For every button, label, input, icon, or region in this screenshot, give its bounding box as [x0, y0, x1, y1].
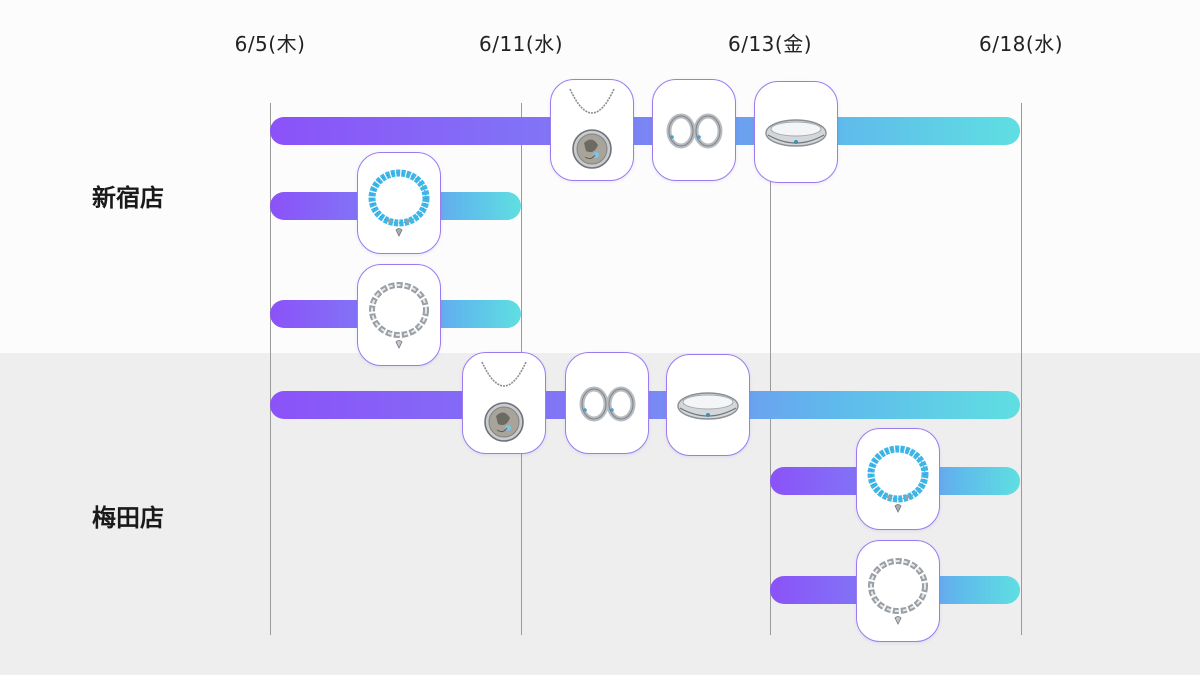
necklace-icon: [481, 361, 527, 442]
date-label: 6/11(水): [478, 32, 564, 56]
turquoise-bracelet-icon: [368, 169, 430, 237]
hoop-earrings-icon: [579, 386, 636, 422]
date-gridline: [1021, 103, 1022, 635]
ring-icon: [677, 392, 739, 420]
date-gridline: [770, 103, 771, 635]
chain-bracelet-icon: [369, 282, 429, 349]
product-card-turquoise-bracelet[interactable]: [856, 428, 940, 530]
product-card-chain-bracelet[interactable]: [357, 264, 441, 366]
date-label: 6/5(木): [234, 32, 306, 56]
product-card-ring[interactable]: [754, 81, 838, 183]
date-gridline: [270, 103, 271, 635]
chain-bracelet-icon: [868, 558, 928, 625]
date-label: 6/18(水): [978, 32, 1064, 56]
product-card-ring[interactable]: [666, 354, 750, 456]
product-card-chain-bracelet[interactable]: [856, 540, 940, 642]
product-card-earrings[interactable]: [652, 79, 736, 181]
date-label: 6/13(金): [727, 32, 813, 56]
hoop-earrings-icon: [666, 113, 723, 149]
product-card-earrings[interactable]: [565, 352, 649, 454]
turquoise-bracelet-icon: [867, 445, 929, 513]
ring-icon: [765, 119, 827, 147]
product-card-necklace[interactable]: [462, 352, 546, 454]
product-card-necklace[interactable]: [550, 79, 634, 181]
store-label-shinjuku: 新宿店: [92, 184, 164, 212]
schedule-bar: [270, 117, 1020, 145]
product-card-turquoise-bracelet[interactable]: [357, 152, 441, 254]
necklace-icon: [569, 88, 615, 169]
store-label-umeda: 梅田店: [92, 504, 164, 532]
